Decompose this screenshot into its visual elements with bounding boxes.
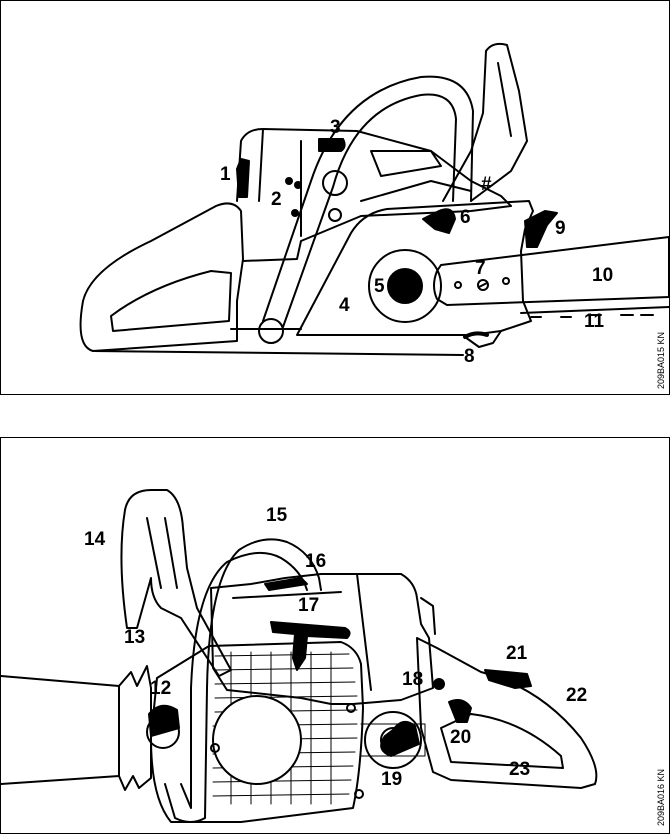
label-hash: # [481, 174, 492, 195]
fan-housing [150, 641, 364, 823]
sprocket-cover [296, 200, 534, 336]
handguard [442, 42, 528, 202]
label-4: 4 [339, 295, 350, 316]
label-23: 23 [509, 759, 531, 780]
figure-right-side-view: 12 13 14 15 16 17 18 19 20 21 22 23 209B… [0, 437, 670, 834]
chainsaw-left-drawing [79, 42, 669, 356]
label-6: 6 [460, 207, 471, 228]
throttle-trigger [448, 699, 472, 723]
label-9: 9 [555, 218, 566, 239]
figure-code: 209BA016 KN [656, 768, 666, 826]
label-2: 2 [271, 189, 282, 210]
chainsaw-right-drawing [1, 489, 598, 823]
label-8: 8 [464, 346, 475, 367]
label-11: 11 [584, 311, 605, 332]
label-12: 12 [150, 678, 172, 699]
ignition-switch [236, 158, 250, 198]
rewind-spring-cover [212, 695, 302, 785]
label-16: 16 [305, 551, 327, 572]
guide-bar [1, 675, 120, 785]
throttle-trigger-lockout [484, 669, 532, 689]
chain-tensioner-knob [422, 208, 456, 234]
label-22: 22 [566, 685, 588, 706]
label-5: 5 [374, 276, 385, 297]
label-21: 21 [506, 643, 528, 664]
handguard [120, 489, 232, 677]
guide-bar [433, 236, 669, 306]
rear-handle-outline [79, 202, 244, 352]
choke-lever [318, 138, 346, 152]
starter-grip [270, 621, 351, 671]
label-10: 10 [592, 265, 614, 286]
label-15: 15 [266, 505, 288, 526]
label-13: 13 [124, 627, 146, 648]
label-14: 14 [84, 529, 106, 550]
figure-code: 209BA015 KN [656, 331, 666, 389]
figure-left-side-view: 1 2 3 4 5 6 7 8 9 10 11 # 209BA015 KN [0, 0, 670, 395]
saw-chain [520, 306, 669, 318]
label-18: 18 [402, 669, 424, 690]
label-7: 7 [475, 258, 486, 279]
label-20: 20 [450, 727, 472, 748]
chain-catcher [524, 210, 558, 248]
choke-lever [264, 577, 308, 591]
label-17: 17 [298, 595, 320, 616]
label-19: 19 [381, 769, 403, 790]
label-3: 3 [330, 117, 341, 138]
label-1: 1 [220, 164, 231, 185]
